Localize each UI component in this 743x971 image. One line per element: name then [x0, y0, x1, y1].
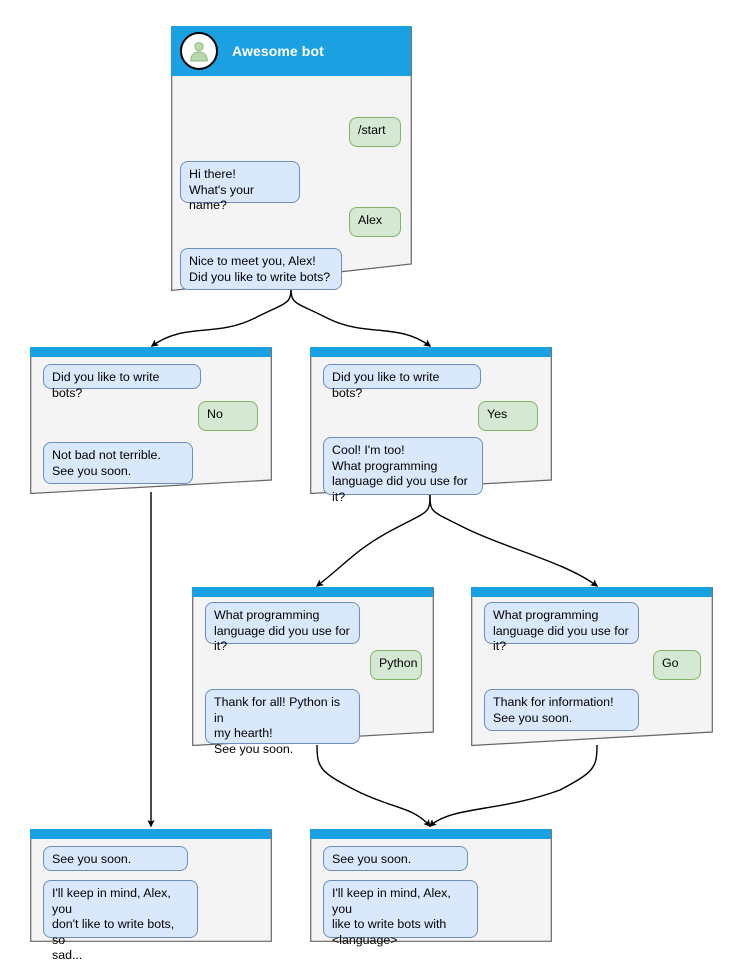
node-root[interactable]: Awesome bot /start Hi there! What's your…	[171, 26, 412, 292]
node-end-sad-titlebar	[30, 829, 271, 839]
message-bubble-user[interactable]: Python	[370, 650, 422, 680]
node-end-sad[interactable]: See you soon. I'll keep in mind, Alex, y…	[30, 829, 272, 962]
node-yes-branch-content: Did you like to write bots? Yes Cool! I'…	[310, 347, 552, 504]
message-bubble-user[interactable]: Yes	[478, 401, 538, 431]
message-bubble-bot[interactable]: Cool! I'm too! What programming language…	[323, 437, 483, 504]
node-root-titlebar: Awesome bot	[171, 26, 411, 76]
message-bubble-bot[interactable]: What programming language did you use fo…	[484, 602, 639, 653]
node-end-sad-content: See you soon. I'll keep in mind, Alex, y…	[30, 829, 272, 962]
node-end-happy[interactable]: See you soon. I'll keep in mind, Alex, y…	[310, 829, 552, 947]
message-bubble-bot[interactable]: Not bad not terrible. See you soon.	[43, 442, 193, 484]
node-no-branch-titlebar	[30, 347, 271, 357]
node-yes-branch-chatarea: Did you like to write bots? Yes Cool! I'…	[310, 357, 551, 504]
message-bubble-bot[interactable]: I'll keep in mind, Alex, you don't like …	[43, 880, 198, 962]
edge-root-to-yes	[290, 282, 432, 347]
message-bubble-bot[interactable]: See you soon.	[43, 846, 188, 871]
node-python-branch[interactable]: What programming language did you use fo…	[192, 587, 434, 756]
node-go-branch-chatarea: What programming language did you use fo…	[471, 597, 712, 747]
node-root-chatarea: /start Hi there! What's your name? Alex …	[171, 76, 411, 290]
node-python-branch-content: What programming language did you use fo…	[192, 587, 434, 756]
edge-python-to-end-happy	[316, 744, 432, 828]
message-bubble-user[interactable]: No	[198, 401, 258, 431]
node-go-branch-content: What programming language did you use fo…	[471, 587, 713, 747]
message-bubble-user[interactable]: /start	[349, 117, 401, 147]
message-bubble-bot[interactable]: Did you like to write bots?	[323, 364, 481, 400]
node-root-content: Awesome bot /start Hi there! What's your…	[171, 26, 412, 290]
message-bubble-bot[interactable]: Thank for information! See you soon.	[484, 689, 639, 731]
message-bubble-bot[interactable]: Did you like to write bots?	[43, 364, 201, 400]
edge-yes-to-go	[429, 491, 599, 587]
message-bubble-bot[interactable]: Thank for all! Python is in my hearth! S…	[205, 689, 360, 756]
message-bubble-bot[interactable]: I'll keep in mind, Alex, you like to wri…	[323, 880, 478, 947]
node-root-title: Awesome bot	[232, 43, 324, 59]
node-end-happy-chatarea: See you soon. I'll keep in mind, Alex, y…	[310, 839, 551, 947]
node-yes-branch[interactable]: Did you like to write bots? Yes Cool! I'…	[310, 347, 552, 504]
message-bubble-user[interactable]: Go	[653, 650, 701, 680]
node-go-branch-titlebar	[471, 587, 712, 597]
node-no-branch[interactable]: Did you like to write bots? No Not bad n…	[30, 347, 272, 495]
node-end-sad-chatarea: See you soon. I'll keep in mind, Alex, y…	[30, 839, 271, 962]
message-bubble-bot[interactable]: Nice to meet you, Alex! Did you like to …	[180, 248, 342, 290]
node-end-happy-content: See you soon. I'll keep in mind, Alex, y…	[310, 829, 552, 947]
node-no-branch-content: Did you like to write bots? No Not bad n…	[30, 347, 272, 495]
edge-root-to-no	[150, 282, 292, 347]
node-python-branch-chatarea: What programming language did you use fo…	[192, 597, 433, 756]
message-bubble-user[interactable]: Alex	[349, 207, 401, 237]
message-bubble-bot[interactable]: What programming language did you use fo…	[205, 602, 360, 653]
edge-yes-to-python	[315, 491, 431, 587]
message-bubble-bot[interactable]: See you soon.	[323, 846, 468, 871]
node-no-branch-chatarea: Did you like to write bots? No Not bad n…	[30, 357, 271, 495]
node-end-happy-titlebar	[310, 829, 551, 839]
node-yes-branch-titlebar	[310, 347, 551, 357]
message-bubble-bot[interactable]: Hi there! What's your name?	[180, 161, 300, 212]
person-avatar-icon	[180, 32, 218, 70]
node-go-branch[interactable]: What programming language did you use fo…	[471, 587, 713, 747]
node-python-branch-titlebar	[192, 587, 433, 597]
edge-go-to-end-happy	[428, 744, 598, 828]
